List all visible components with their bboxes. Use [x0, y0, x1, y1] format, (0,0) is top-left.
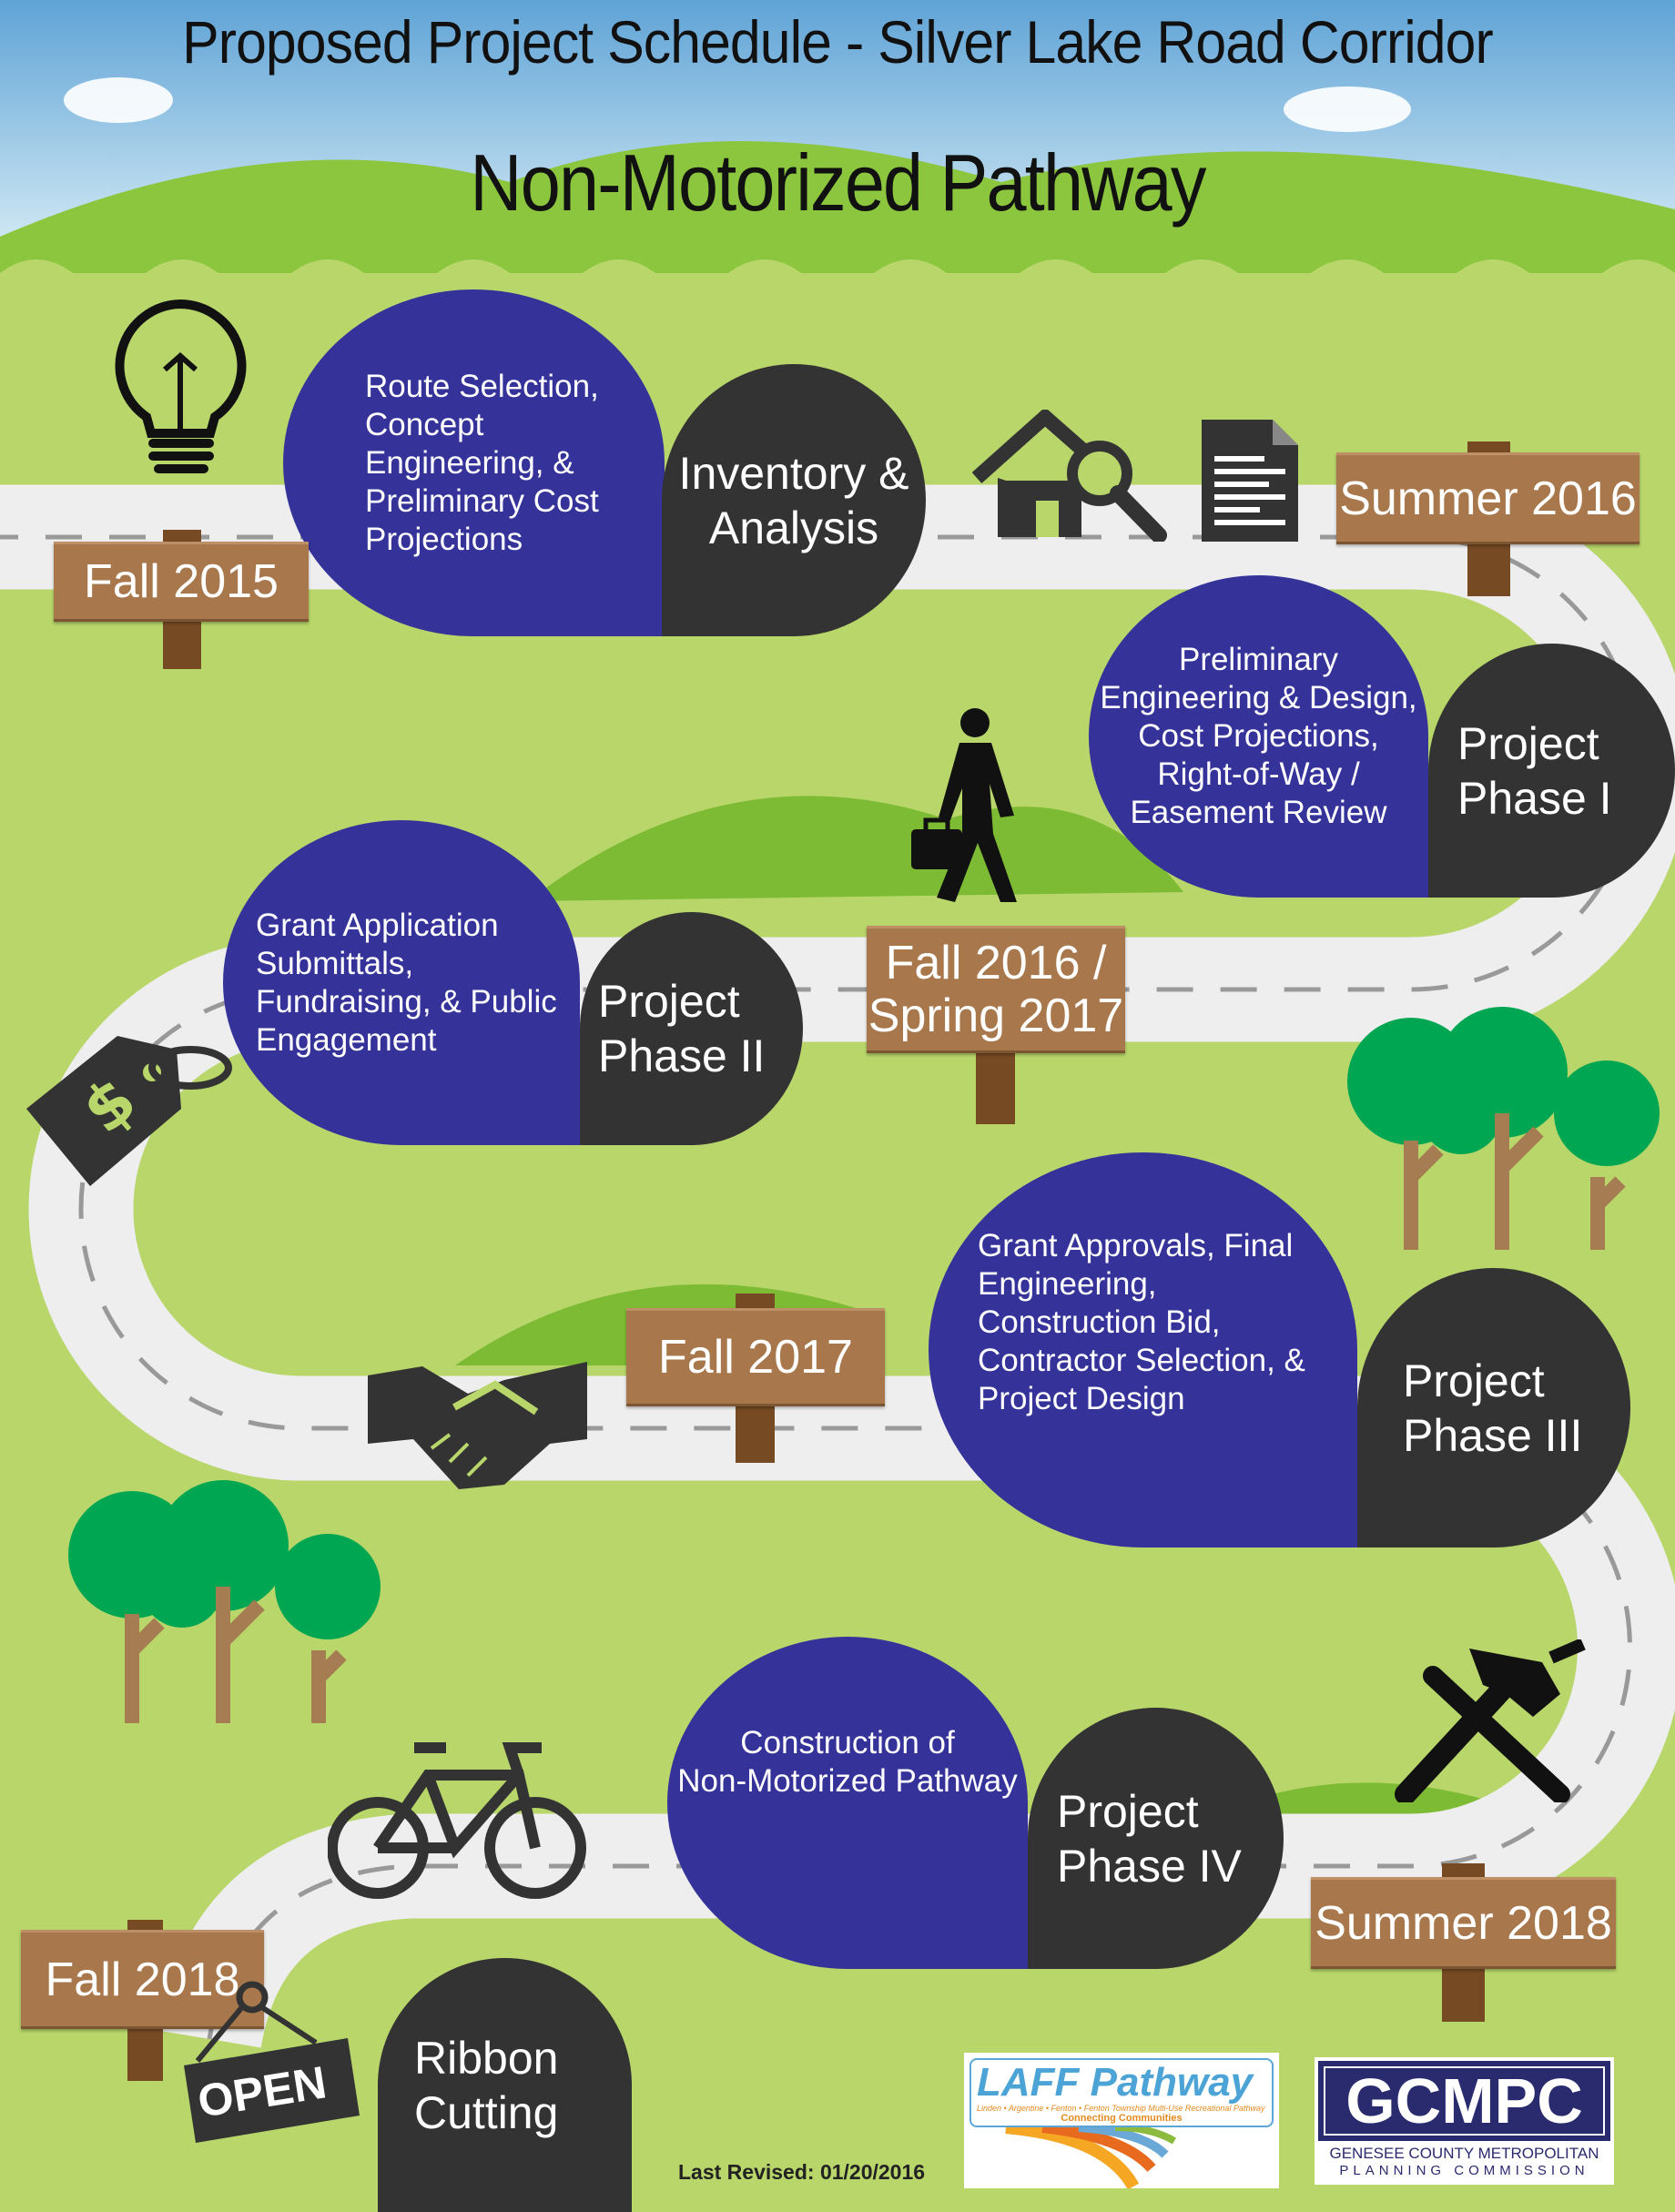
sign-fall-2016-spring-2017: Fall 2016 / Spring 2017 — [867, 926, 1125, 1053]
sign-fall-2017: Fall 2017 — [626, 1308, 885, 1406]
open-sign-hanger-icon — [184, 1981, 360, 2143]
gcmpc-logo-line1: GENESEE COUNTY METROPOLITAN — [1329, 2145, 1599, 2162]
sign-summer-2018: Summer 2018 — [1311, 1877, 1616, 1969]
lightbulb-icon — [115, 299, 247, 473]
phase-name-4: Project Phase IV — [1028, 1708, 1284, 1969]
laff-logo-tagline: Linden • Argentine • Fenton • Fenton Tow… — [977, 2104, 1265, 2113]
house-search-icon — [972, 410, 1167, 542]
page-subtitle: Non-Motorized Pathway — [470, 137, 1206, 228]
phase-name-ribbon-cutting: Ribbon Cutting — [378, 1958, 632, 2212]
phase-name-3: Project Phase III — [1357, 1268, 1630, 1547]
open-sign-icon: OPEN — [179, 1979, 360, 2156]
phase-description-1: Preliminary Engineering & Design, Cost P… — [1089, 575, 1428, 898]
phase-name-2: Project Phase II — [580, 912, 803, 1145]
gcmpc-logo-line2: PLANNING COMMISSION — [1339, 2163, 1589, 2178]
tools-icon — [1395, 1639, 1586, 1802]
phase-description-2: Grant Application Submittals, Fundraisin… — [223, 820, 580, 1145]
trees-icon — [1347, 1007, 1660, 1250]
laff-logo-title: LAFF Pathway — [977, 2060, 1254, 2105]
price-tag-icon: $ — [26, 1036, 232, 1186]
handshake-icon — [368, 1362, 587, 1489]
sign-post — [976, 1047, 1015, 1124]
sign-fall-2018: Fall 2018 — [21, 1930, 264, 2029]
phase-description-inventory: Route Selection, Concept Engineering, & … — [283, 289, 665, 636]
trees-icon — [68, 1480, 381, 1723]
bicycle-icon — [328, 1742, 586, 1899]
phase-name-inventory: Inventory & Analysis — [662, 364, 926, 636]
laff-logo-swoosh-icon — [1005, 2121, 1177, 2188]
gcmpc-logo-title: GCMPC — [1318, 2061, 1610, 2141]
sign-fall-2015: Fall 2015 — [54, 542, 309, 622]
document-icon — [1202, 420, 1298, 542]
walking-person-icon — [911, 708, 1017, 902]
page-title: Proposed Project Schedule - Silver Lake … — [182, 8, 1494, 76]
phase-name-1: Project Phase I — [1428, 644, 1675, 898]
sign-summer-2016: Summer 2016 — [1336, 452, 1639, 544]
phase-description-4: Construction of Non-Motorized Pathway — [667, 1637, 1028, 1969]
last-revised: Last Revised: 01/20/2016 — [678, 2160, 926, 2184]
phase-description-3: Grant Approvals, Final Engineering, Cons… — [929, 1152, 1357, 1547]
laff-pathway-logo: LAFF Pathway Linden • Argentine • Fenton… — [964, 2053, 1279, 2188]
gcmpc-logo: GCMPC GENESEE COUNTY METROPOLITAN PLANNI… — [1315, 2057, 1614, 2185]
laff-logo-subtitle: Connecting Communities — [1061, 2113, 1183, 2124]
